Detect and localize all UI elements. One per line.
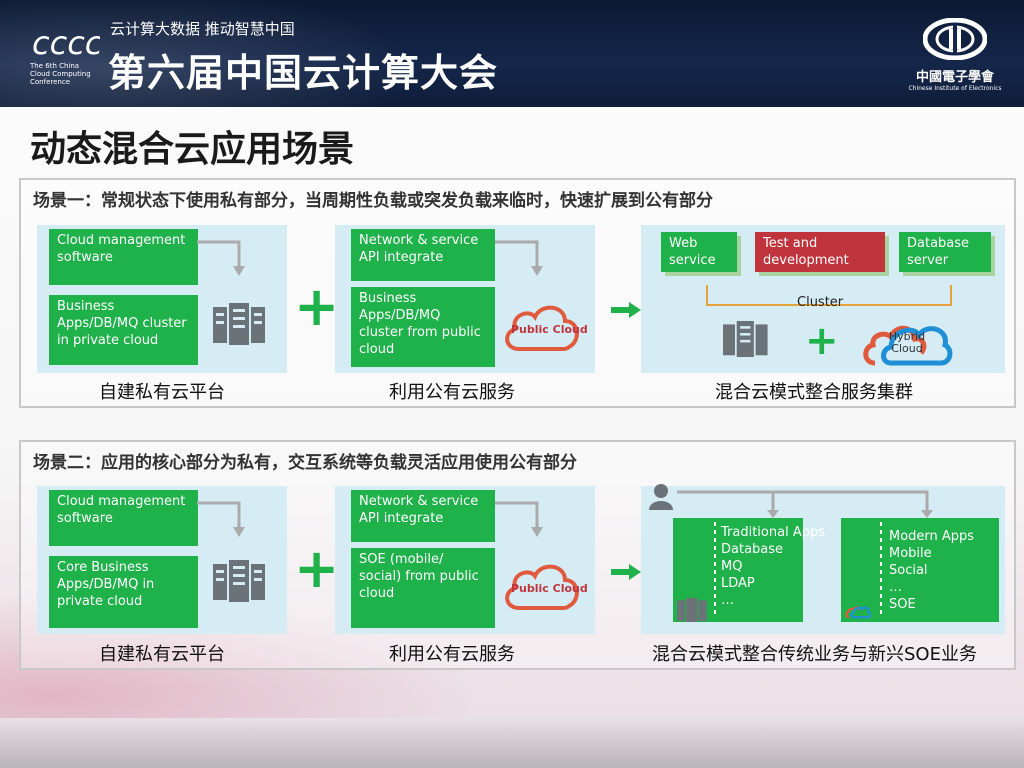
down-arrow-icon	[495, 501, 543, 537]
database-server-box: Database server	[899, 232, 991, 272]
logo-subtitle: The 6th China Cloud Computing Conference	[30, 62, 91, 86]
modern-apps-list: Modern Apps Mobile Social … SOE	[889, 529, 975, 612]
public-caption: 利用公有云服务	[389, 644, 515, 665]
hybrid-cloud-icon	[863, 325, 953, 366]
core-business-box: Core Business Apps/DB/MQ in private clou…	[49, 556, 198, 628]
scene-2: 场景二：应用的核心部分为私有，交互系统等负载灵活应用使用公有部分 Cloud m…	[19, 440, 1016, 670]
distribution-arrows	[677, 490, 933, 518]
public-apps-box: Business Apps/DB/MQ cluster from public …	[351, 287, 495, 367]
server-icon	[723, 321, 768, 357]
down-arrow-icon	[197, 240, 245, 276]
business-apps-box: Business Apps/DB/MQ cluster in private c…	[49, 295, 198, 365]
server-icon	[213, 560, 265, 602]
cie-logo: 中國電子學會 Chinese Institute of Electronics	[900, 17, 1010, 98]
cloud-management-box: Cloud management software	[49, 490, 198, 546]
private-caption: 自建私有云平台	[99, 644, 225, 665]
hybrid-cloud-panel: Traditional Apps Database MQ LDAP … Mode…	[641, 484, 1005, 634]
network-api-box: Network & service API integrate	[351, 490, 495, 542]
cccc-logo-icon: cccc	[32, 24, 100, 62]
hybrid-caption: 混合云模式整合传统业务与新兴SOE业务	[652, 644, 977, 665]
hybrid-cloud-label: Hybrid Cloud	[888, 330, 926, 355]
traditional-apps-list: Traditional Apps Database MQ LDAP …	[721, 525, 825, 608]
private-caption: 自建私有云平台	[99, 382, 225, 403]
cloud-management-box: Cloud management software	[49, 229, 198, 285]
hybrid-cloud-icon	[845, 606, 871, 619]
hybrid-caption: 混合云模式整合服务集群	[715, 382, 913, 403]
org-name: 中國電子學會	[915, 70, 994, 85]
network-api-box: Network & service API integrate	[351, 229, 495, 281]
header-bar: cccc The 6th China Cloud Computing Confe…	[0, 0, 1024, 107]
right-arrow-icon	[611, 302, 641, 318]
public-cloud-label: Public Cloud	[511, 323, 588, 336]
slogan: 云计算大数据 推动智慧中国	[110, 20, 295, 38]
down-arrow-icon	[197, 501, 245, 537]
cluster-label: Cluster	[797, 295, 844, 310]
scene-1: 场景一：常规状态下使用私有部分，当周期性负载或突发负载来临时，快速扩展到公有部分…	[19, 178, 1016, 408]
private-cloud-panel: Cloud management software Core Business …	[37, 486, 287, 634]
cluster-bracket	[706, 285, 952, 306]
divider-dashed	[880, 522, 882, 618]
plus-icon: +	[805, 318, 839, 364]
hybrid-cloud-panel: Web service Test and development Databas…	[641, 225, 1005, 373]
public-cloud-panel: Network & service API integrate SOE (mob…	[335, 486, 595, 634]
server-icon	[677, 598, 707, 622]
svg-text:cccc: cccc	[32, 24, 100, 62]
public-cloud-icon	[505, 305, 579, 351]
public-cloud-panel: Network & service API integrate Business…	[335, 225, 595, 373]
test-development-box: Test and development	[755, 232, 885, 272]
soe-box: SOE (mobile/ social) from public cloud	[351, 548, 495, 628]
plus-icon: +	[294, 537, 340, 600]
conference-title: 第六届中国云计算大会	[108, 51, 499, 95]
private-cloud-panel: Cloud management software Business Apps/…	[37, 225, 287, 373]
plus-icon: +	[294, 275, 340, 338]
scene-2-title: 场景二：应用的核心部分为私有，交互系统等负载灵活应用使用公有部分	[33, 453, 577, 473]
org-name-en: Chinese Institute of Electronics	[908, 85, 1002, 92]
divider-dashed	[714, 522, 716, 618]
down-arrow-icon	[495, 240, 543, 276]
public-cloud-label: Public Cloud	[511, 582, 588, 595]
cie-emblem-icon	[922, 17, 988, 61]
right-arrow-icon	[611, 564, 641, 580]
public-cloud-icon	[505, 564, 579, 610]
page-title: 动态混合云应用场景	[30, 129, 355, 170]
user-icon	[649, 484, 673, 510]
modern-apps-box	[841, 518, 999, 622]
scene-1-title: 场景一：常规状态下使用私有部分，当周期性负载或突发负载来临时，快速扩展到公有部分	[33, 191, 713, 211]
footer-bar	[0, 718, 1024, 768]
server-icon	[213, 303, 265, 345]
public-caption: 利用公有云服务	[389, 382, 515, 403]
web-service-box: Web service	[661, 232, 737, 272]
